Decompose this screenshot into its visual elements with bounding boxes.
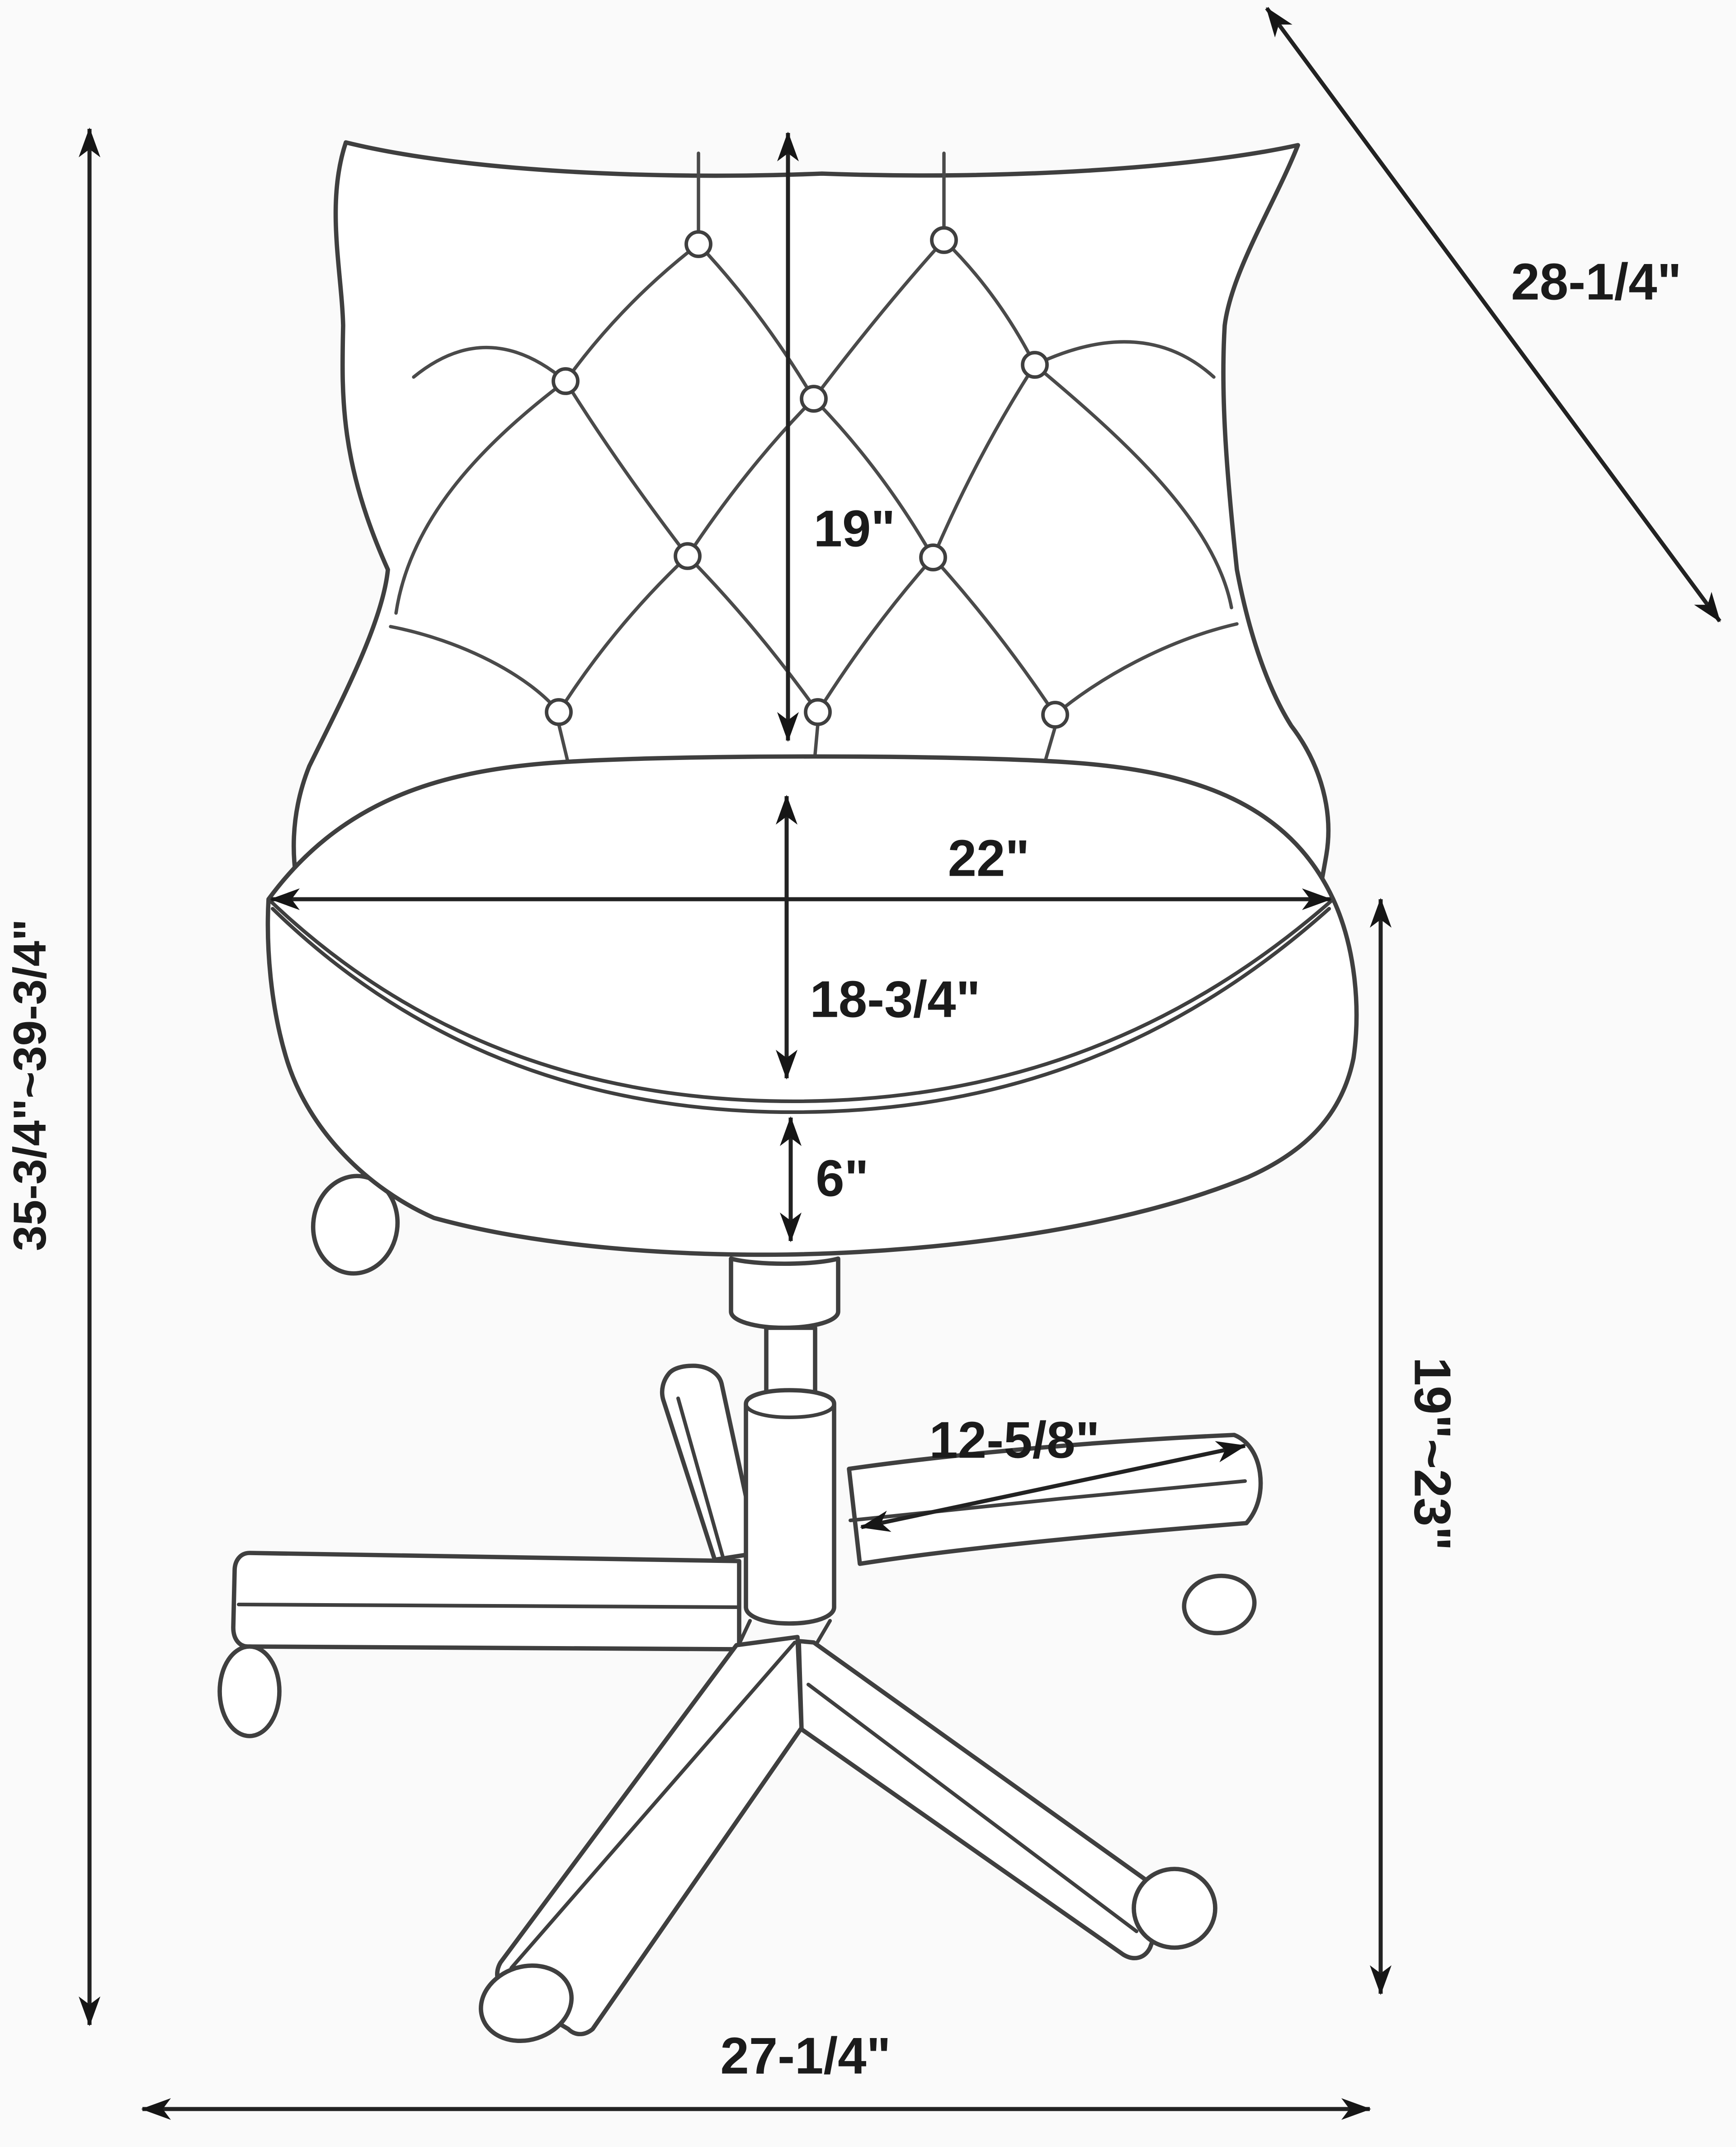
back-right-caster: [1182, 1573, 1257, 1636]
dimension-seat-width: 22": [270, 830, 1332, 910]
tuft-seam: [697, 242, 816, 401]
leg-length-arrow: [860, 1441, 1246, 1532]
chair-backrest: [292, 140, 1331, 925]
base-leg-left-edge: [236, 1602, 741, 1609]
tuft-seam: [812, 397, 935, 559]
base-leg-front-left: [495, 1635, 804, 2036]
tuft-seam: [557, 554, 689, 714]
gas-lift-cylinder: [744, 1388, 836, 1626]
tuft-seam: [931, 556, 1057, 717]
tuft-button: [804, 698, 832, 726]
dimension-seat-height-range: 19"~23": [1370, 898, 1461, 1995]
gas-lift-rim: [744, 1401, 836, 1420]
cushion-thickness-label: 6": [816, 1150, 868, 1208]
base-leg-front-right-edge: [806, 1682, 1139, 1934]
back-diagonal-label: 28-1/4": [1511, 254, 1681, 311]
seat-cushion-outline: [265, 754, 1359, 1257]
tuft-button: [552, 367, 580, 395]
tuft-seam: [942, 238, 1037, 367]
dimension-base-width: 27-1/4": [141, 2028, 1371, 2120]
bulge-arc-upper-left: [412, 345, 567, 383]
backrest-height-label: 19": [814, 500, 896, 558]
base-leg-front-left-edge: [509, 1640, 797, 1970]
tuft-seam: [931, 363, 1037, 559]
back-diagonal-arrow: [1265, 7, 1722, 623]
front-right-caster: [1132, 1867, 1217, 1950]
overall-height-label: 35-3/4"~39-3/4": [4, 919, 56, 1251]
left-caster: [217, 1644, 282, 1738]
tuft-button: [1041, 701, 1069, 729]
backrest-outline: [292, 140, 1331, 925]
dimension-cushion-thickness: 6": [780, 1116, 869, 1242]
seat-height-label: 19"~23": [1403, 1357, 1461, 1551]
dimension-leg-length: 12-5/8": [860, 1412, 1246, 1532]
leg-length-label: 12-5/8": [929, 1412, 1099, 1469]
tuft-button: [919, 543, 947, 571]
bulge-arc-lower-left: [389, 625, 561, 714]
tuft-seam: [812, 238, 946, 401]
base-leg-left: [231, 1551, 741, 1652]
seat-depth-label: 18-3/4": [810, 971, 980, 1029]
hub-shoulders: [737, 1619, 832, 1646]
tuft-seam: [564, 242, 700, 383]
dimension-seat-depth: 18-3/4": [776, 795, 981, 1080]
side-seam-left: [394, 379, 567, 615]
tufting-seams: [389, 151, 1239, 765]
dimensions: 35-3/4"~39-3/4" 28-1/4" 19" 22" 18-3/4" …: [4, 7, 1722, 2120]
side-seam-right: [1033, 363, 1233, 609]
tuft-seam: [686, 554, 820, 714]
dimension-backrest-height: 19": [777, 132, 896, 742]
gather-line: [557, 722, 570, 765]
tuft-button: [674, 542, 702, 570]
base-leg-back-left-edge: [676, 1396, 725, 1559]
base-leg-back-left: [660, 1364, 760, 1562]
bulge-arc-lower-right: [1053, 622, 1239, 717]
tuft-buttons: [545, 226, 1069, 729]
gather-line: [1044, 725, 1057, 761]
tuft-button: [800, 385, 828, 413]
tuft-button: [545, 698, 573, 726]
tuft-seam: [816, 556, 935, 714]
seat-mount-cylinder: [729, 1256, 840, 1330]
chair-seat: [265, 754, 1359, 1257]
seat-piping-lower: [270, 906, 1331, 1114]
tuft-button: [684, 230, 712, 258]
front-left-caster: [479, 1963, 574, 2043]
tuft-button: [930, 226, 958, 254]
tuft-seam: [564, 379, 689, 558]
bulge-arc-upper-right: [1033, 340, 1216, 379]
rear-caster: [311, 1174, 400, 1276]
chair-base: [217, 1256, 1263, 2043]
tuft-button: [1021, 351, 1049, 379]
seat-piping-upper: [266, 897, 1335, 1104]
dimension-back-diagonal: 28-1/4": [1265, 7, 1722, 623]
dimension-overall-height: 35-3/4"~39-3/4": [4, 127, 100, 2026]
seat-width-label: 22": [948, 830, 1030, 887]
base-width-label: 27-1/4": [720, 2028, 891, 2085]
gather-line: [813, 722, 820, 756]
